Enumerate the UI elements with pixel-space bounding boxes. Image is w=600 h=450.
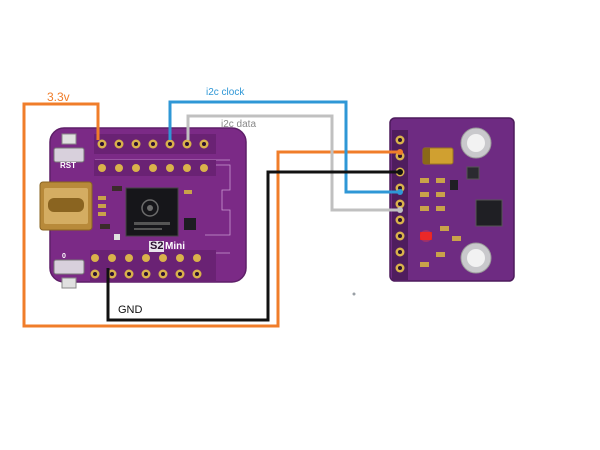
wire-i2c-clock [168,100,400,194]
label-i2c-clock: i2c clock [206,87,245,98]
reset-button [61,133,77,145]
label-gnd: GND [118,304,143,316]
wire-3v3 [22,102,400,328]
boot-button [61,277,77,289]
sensor-regulator [450,180,458,190]
wire-gnd-endpoint [397,169,403,175]
boot-button-body [53,259,85,275]
label-i2c-data: i2c data [221,119,257,130]
sensor-header [392,130,408,280]
sensor-chip-small [466,166,480,180]
usb-c-connector [39,181,93,231]
sensor-module [389,117,515,282]
wire-clock-endpoint [397,189,403,195]
boot-label: 0 [62,253,66,260]
sensor-passives [420,178,461,267]
wire-data-endpoint [397,207,403,213]
speck [352,292,356,296]
board-name-label: S2 [149,240,165,252]
label-3v3: 3.3v [47,90,70,104]
board-bottom-header [90,250,216,282]
reset-label: RST [60,161,76,170]
wire-gnd [106,170,400,322]
sensor-pcb [389,117,515,282]
s2-mini-board [39,127,247,289]
power-led [420,232,432,240]
reset-button-body [53,147,85,163]
sensor-chip [475,199,503,227]
esp32-s2-chip [125,187,179,237]
board-variant-label: Mini [165,241,185,252]
board-passives [98,186,196,240]
wire-3v3-endpoint [397,149,403,155]
wire-i2c-data [186,114,400,212]
board-top-header [94,134,216,176]
